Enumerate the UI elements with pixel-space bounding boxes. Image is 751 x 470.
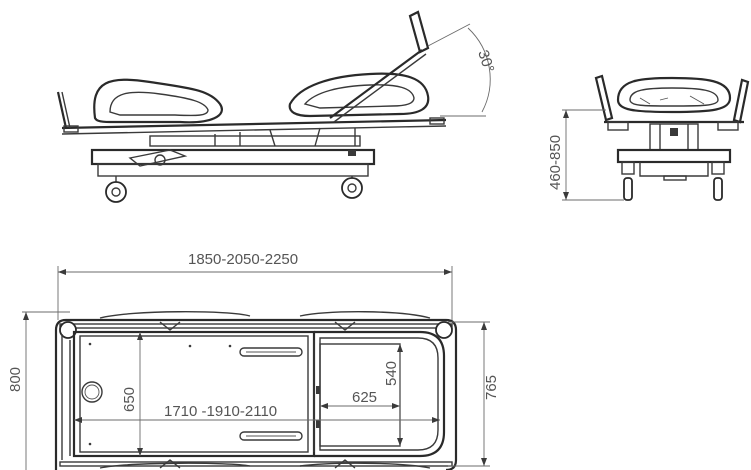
length-label: 1850-2050-2250 xyxy=(188,251,298,268)
top-outer-frame xyxy=(66,318,458,470)
side-backrest-board xyxy=(408,10,430,54)
end-right-board xyxy=(732,78,750,124)
side-deck-bottom xyxy=(61,125,447,135)
bumper-tl xyxy=(59,321,77,339)
top-platform-foot xyxy=(72,330,316,458)
end-caster-left xyxy=(623,177,633,201)
side-backrest xyxy=(329,49,423,119)
side-caster-right xyxy=(341,177,363,199)
end-column xyxy=(649,123,699,151)
side-caster-left xyxy=(105,181,127,203)
angle-label: 30° xyxy=(474,48,497,75)
mattress-width-label: 650 xyxy=(121,387,138,412)
section-length-label: 625 xyxy=(352,389,377,406)
width-label: 800 xyxy=(7,367,24,392)
end-base xyxy=(616,148,732,164)
side-left-endboard xyxy=(56,91,68,129)
top-hole xyxy=(81,381,103,403)
height-label: 460-850 xyxy=(547,135,564,190)
section-width-label: 540 xyxy=(383,361,400,386)
side-pedal xyxy=(128,149,188,167)
end-left-board xyxy=(594,74,614,122)
top-view: 1850-2050-2250 800 xyxy=(7,251,500,470)
end-rail xyxy=(616,76,732,114)
mattress-length-label: 1710 -1910-2110 xyxy=(164,403,277,420)
side-deck-top xyxy=(61,118,447,130)
bumper-tr xyxy=(435,321,453,339)
angle-arc xyxy=(467,27,491,113)
side-right-rail xyxy=(288,72,430,118)
top-slot-1 xyxy=(239,347,303,357)
side-view: 30° xyxy=(56,10,497,203)
top-platform-head xyxy=(314,330,446,458)
top-slot-2 xyxy=(239,431,303,441)
end-caster-right xyxy=(713,177,723,201)
rail-width-label: 765 xyxy=(483,375,500,400)
side-left-rail xyxy=(93,78,223,124)
end-view: 460-850 xyxy=(547,74,750,201)
